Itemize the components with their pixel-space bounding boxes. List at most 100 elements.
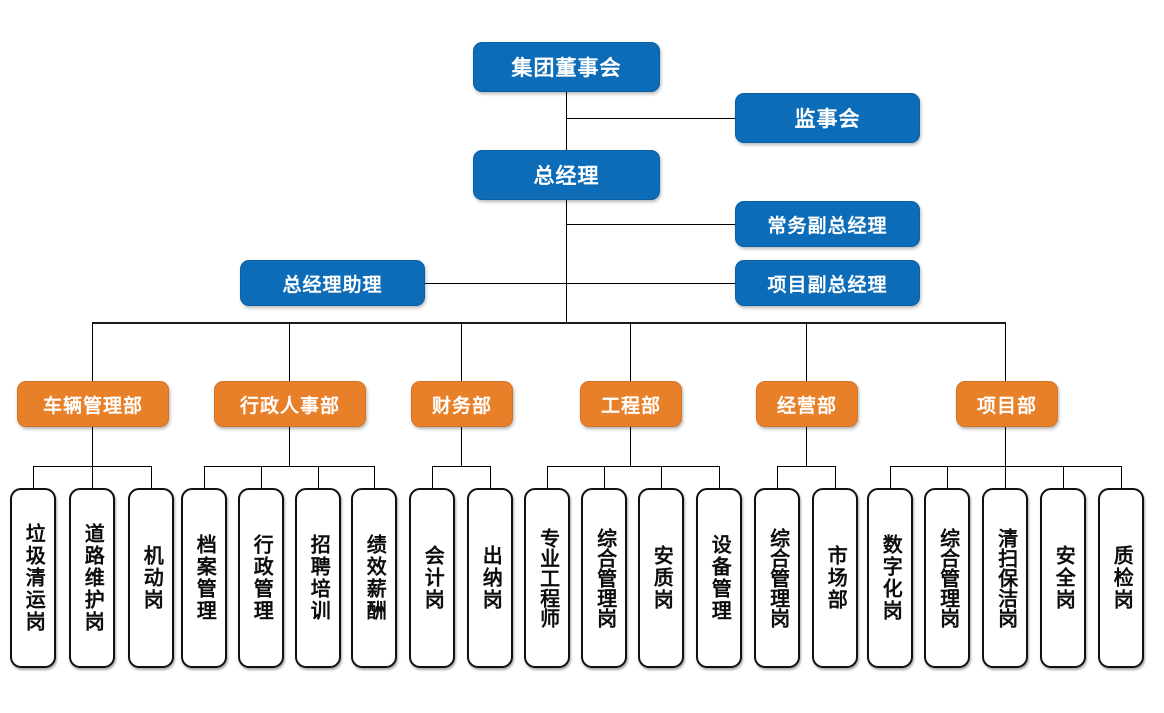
node-label: 项目副总经理 bbox=[767, 274, 888, 296]
connector-bus-to-dept-4 bbox=[630, 322, 631, 381]
node-department-vehicle-management[interactable]: 车辆管理部 bbox=[17, 381, 169, 427]
node-label: 清扫保洁岗 bbox=[994, 528, 1017, 628]
connector-leaf-drop bbox=[547, 466, 548, 488]
node-position-general-management-operations[interactable]: 综合管理岗 bbox=[754, 488, 800, 668]
node-label: 质检岗 bbox=[1110, 545, 1133, 611]
node-position-equipment-management[interactable]: 设备管理 bbox=[696, 488, 742, 668]
connector-gm-stem bbox=[566, 200, 567, 323]
node-position-admin-management[interactable]: 行政管理 bbox=[238, 488, 284, 668]
connector-leaf-drop bbox=[490, 466, 491, 488]
connector-gm-to-assistant bbox=[425, 283, 567, 284]
connector-board-to-supervisory bbox=[566, 118, 736, 119]
node-position-accounting[interactable]: 会计岗 bbox=[409, 488, 455, 668]
connector-leaf-drop bbox=[947, 466, 948, 488]
node-label: 绩效薪酬 bbox=[363, 534, 386, 622]
node-position-waste-transport[interactable]: 垃圾清运岗 bbox=[10, 488, 56, 668]
node-department-operations[interactable]: 经营部 bbox=[756, 381, 858, 427]
node-department-engineering[interactable]: 工程部 bbox=[580, 381, 682, 427]
connector-leaf-drop bbox=[151, 466, 152, 488]
sub-bus-dept-3 bbox=[432, 466, 490, 467]
sub-bus-dept-4 bbox=[547, 466, 719, 467]
connector-bus-to-dept-1 bbox=[92, 322, 93, 381]
node-label: 监事会 bbox=[794, 108, 861, 131]
node-position-marketing[interactable]: 市场部 bbox=[812, 488, 858, 668]
connector-gm-to-executive-vp bbox=[566, 224, 736, 225]
connector-leaf-drop bbox=[777, 466, 778, 488]
connector-leaf-drop bbox=[1005, 466, 1006, 488]
department-bus-line bbox=[92, 322, 1005, 324]
connector-dept-2-stem bbox=[289, 427, 290, 466]
node-position-professional-engineer[interactable]: 专业工程师 bbox=[524, 488, 570, 668]
node-label: 会计岗 bbox=[421, 545, 444, 611]
node-label: 数字化岗 bbox=[879, 534, 902, 622]
node-position-general-management-project[interactable]: 综合管理岗 bbox=[924, 488, 970, 668]
node-label: 市场部 bbox=[824, 545, 847, 611]
connector-board-to-gm bbox=[566, 92, 567, 150]
node-label: 行政人事部 bbox=[239, 395, 340, 417]
node-supervisory-board[interactable]: 监事会 bbox=[735, 93, 920, 143]
node-position-performance-compensation[interactable]: 绩效薪酬 bbox=[351, 488, 397, 668]
node-label: 道路维护岗 bbox=[81, 523, 104, 633]
connector-dept-3-stem bbox=[461, 427, 462, 466]
connector-leaf-drop bbox=[890, 466, 891, 488]
node-label: 安全岗 bbox=[1052, 545, 1075, 611]
connector-leaf-drop bbox=[1121, 466, 1122, 488]
node-label: 安质岗 bbox=[650, 545, 673, 611]
node-label: 综合管理岗 bbox=[593, 528, 616, 628]
node-label: 总经理助理 bbox=[282, 274, 383, 296]
connector-leaf-drop bbox=[92, 466, 93, 488]
node-label: 总经理 bbox=[533, 165, 600, 188]
connector-gm-to-project-vp bbox=[566, 283, 736, 284]
connector-dept-6-stem bbox=[1005, 427, 1006, 466]
node-label: 专业工程师 bbox=[536, 528, 559, 628]
connector-bus-to-dept-3 bbox=[461, 322, 462, 381]
connector-dept-4-stem bbox=[630, 427, 631, 466]
connector-leaf-drop bbox=[719, 466, 720, 488]
node-department-project[interactable]: 项目部 bbox=[956, 381, 1058, 427]
node-position-cashier[interactable]: 出纳岗 bbox=[467, 488, 513, 668]
node-label: 设备管理 bbox=[708, 534, 731, 622]
connector-leaf-drop bbox=[374, 466, 375, 488]
node-label: 综合管理岗 bbox=[936, 528, 959, 628]
connector-leaf-drop bbox=[604, 466, 605, 488]
connector-leaf-drop bbox=[835, 466, 836, 488]
node-position-cleaning-sanitation[interactable]: 清扫保洁岗 bbox=[982, 488, 1028, 668]
node-general-manager[interactable]: 总经理 bbox=[473, 150, 660, 200]
connector-leaf-drop bbox=[204, 466, 205, 488]
node-label: 项目部 bbox=[976, 395, 1037, 417]
node-project-vice-gm[interactable]: 项目副总经理 bbox=[735, 260, 920, 306]
connector-bus-to-dept-2 bbox=[289, 322, 290, 381]
node-department-finance[interactable]: 财务部 bbox=[411, 381, 513, 427]
node-label: 常务副总经理 bbox=[767, 215, 888, 237]
connector-leaf-drop bbox=[432, 466, 433, 488]
connector-bus-to-dept-5 bbox=[806, 322, 807, 381]
node-label: 工程部 bbox=[600, 395, 661, 417]
connector-leaf-drop bbox=[318, 466, 319, 488]
connector-leaf-drop bbox=[33, 466, 34, 488]
node-executive-vice-gm[interactable]: 常务副总经理 bbox=[735, 201, 920, 247]
connector-leaf-drop bbox=[1063, 466, 1064, 488]
sub-bus-dept-2 bbox=[204, 466, 374, 467]
node-label: 档案管理 bbox=[193, 534, 216, 622]
node-position-general-management-engineering[interactable]: 综合管理岗 bbox=[581, 488, 627, 668]
node-label: 机动岗 bbox=[140, 545, 163, 611]
node-label: 出纳岗 bbox=[479, 545, 502, 611]
node-label: 车辆管理部 bbox=[42, 395, 143, 417]
node-position-archive-management[interactable]: 档案管理 bbox=[181, 488, 227, 668]
node-position-recruitment-training[interactable]: 招聘培训 bbox=[295, 488, 341, 668]
node-board-of-directors[interactable]: 集团董事会 bbox=[473, 42, 660, 92]
node-department-admin-hr[interactable]: 行政人事部 bbox=[214, 381, 366, 427]
node-label: 垃圾清运岗 bbox=[22, 523, 45, 633]
node-label: 集团董事会 bbox=[511, 57, 622, 80]
node-position-safety-quality[interactable]: 安质岗 bbox=[638, 488, 684, 668]
node-position-mobile-duty[interactable]: 机动岗 bbox=[128, 488, 174, 668]
node-gm-assistant[interactable]: 总经理助理 bbox=[240, 260, 425, 306]
node-position-safety[interactable]: 安全岗 bbox=[1040, 488, 1086, 668]
node-position-quality-inspection[interactable]: 质检岗 bbox=[1098, 488, 1144, 668]
sub-bus-dept-5 bbox=[777, 466, 835, 467]
node-label: 经营部 bbox=[776, 395, 837, 417]
connector-dept-5-stem bbox=[806, 427, 807, 466]
node-position-road-maintenance[interactable]: 道路维护岗 bbox=[69, 488, 115, 668]
node-position-digitalization[interactable]: 数字化岗 bbox=[867, 488, 913, 668]
